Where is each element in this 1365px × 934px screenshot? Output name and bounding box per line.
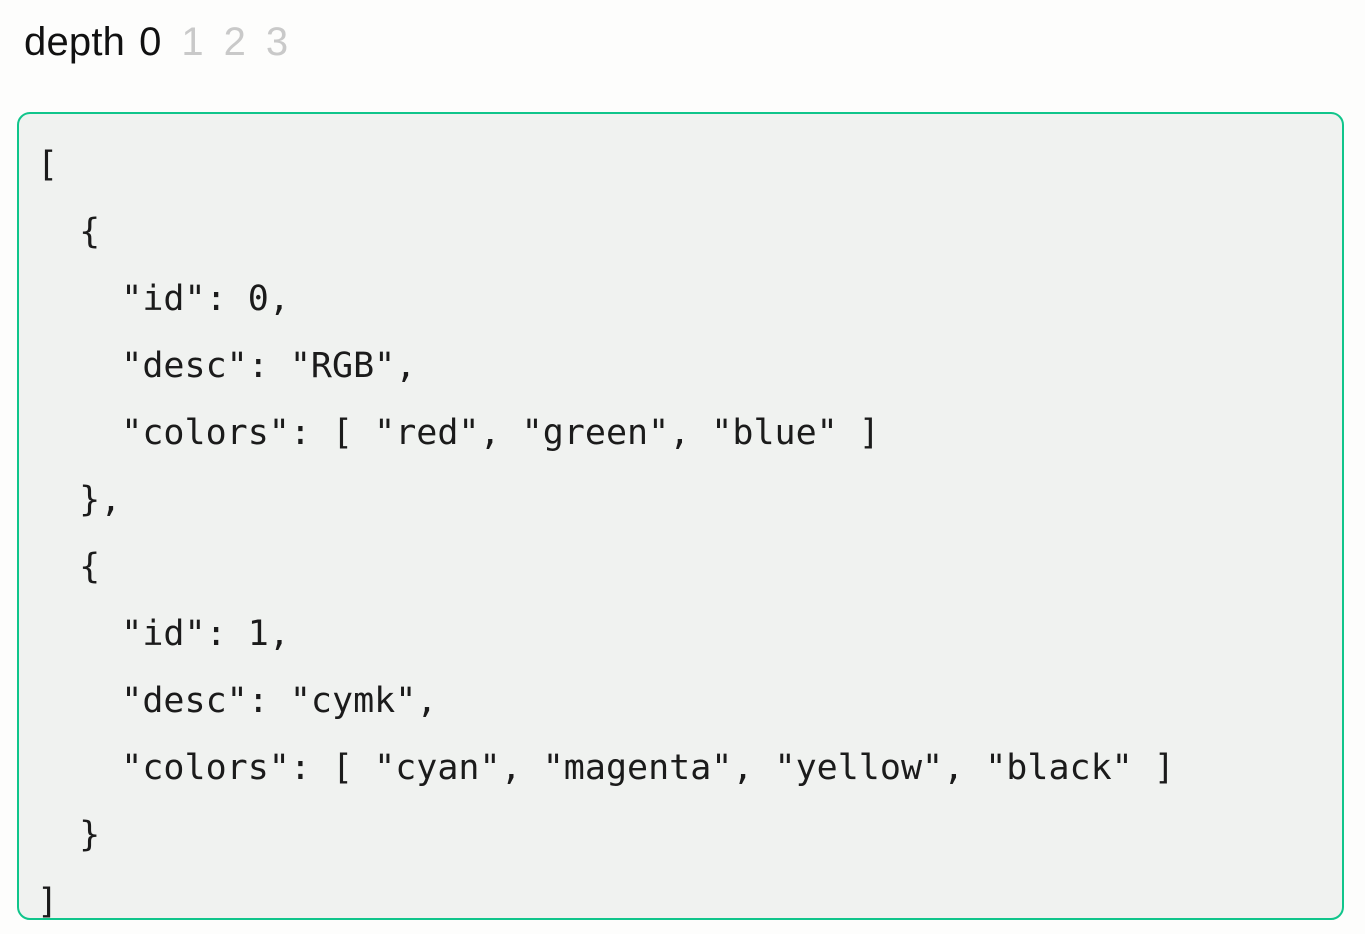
- depth-label: depth: [24, 20, 126, 64]
- code-line: "id": 0,: [37, 279, 290, 319]
- code-line: "colors": [ "cyan", "magenta", "yellow",…: [37, 748, 1175, 788]
- code-line: "desc": "cymk",: [37, 681, 438, 721]
- depth-option-3[interactable]: 3: [265, 20, 289, 64]
- json-code-block: [ { "id": 0, "desc": "RGB", "colors": [ …: [17, 112, 1344, 920]
- code-line: "id": 1,: [37, 614, 290, 654]
- code-line: "colors": [ "red", "green", "blue" ]: [37, 413, 880, 453]
- depth-option-1[interactable]: 1: [181, 20, 204, 64]
- code-line: {: [37, 212, 101, 252]
- code-line: }: [37, 815, 101, 855]
- json-code-lines: [ { "id": 0, "desc": "RGB", "colors": [ …: [19, 114, 1342, 920]
- code-line: "desc": "RGB",: [37, 346, 417, 386]
- code-line: {: [37, 547, 101, 587]
- code-line: [: [37, 145, 59, 185]
- code-line: ]: [37, 882, 59, 920]
- depth-option-0[interactable]: 0: [139, 20, 162, 64]
- code-line: },: [37, 480, 122, 520]
- depth-option-2[interactable]: 2: [223, 20, 246, 64]
